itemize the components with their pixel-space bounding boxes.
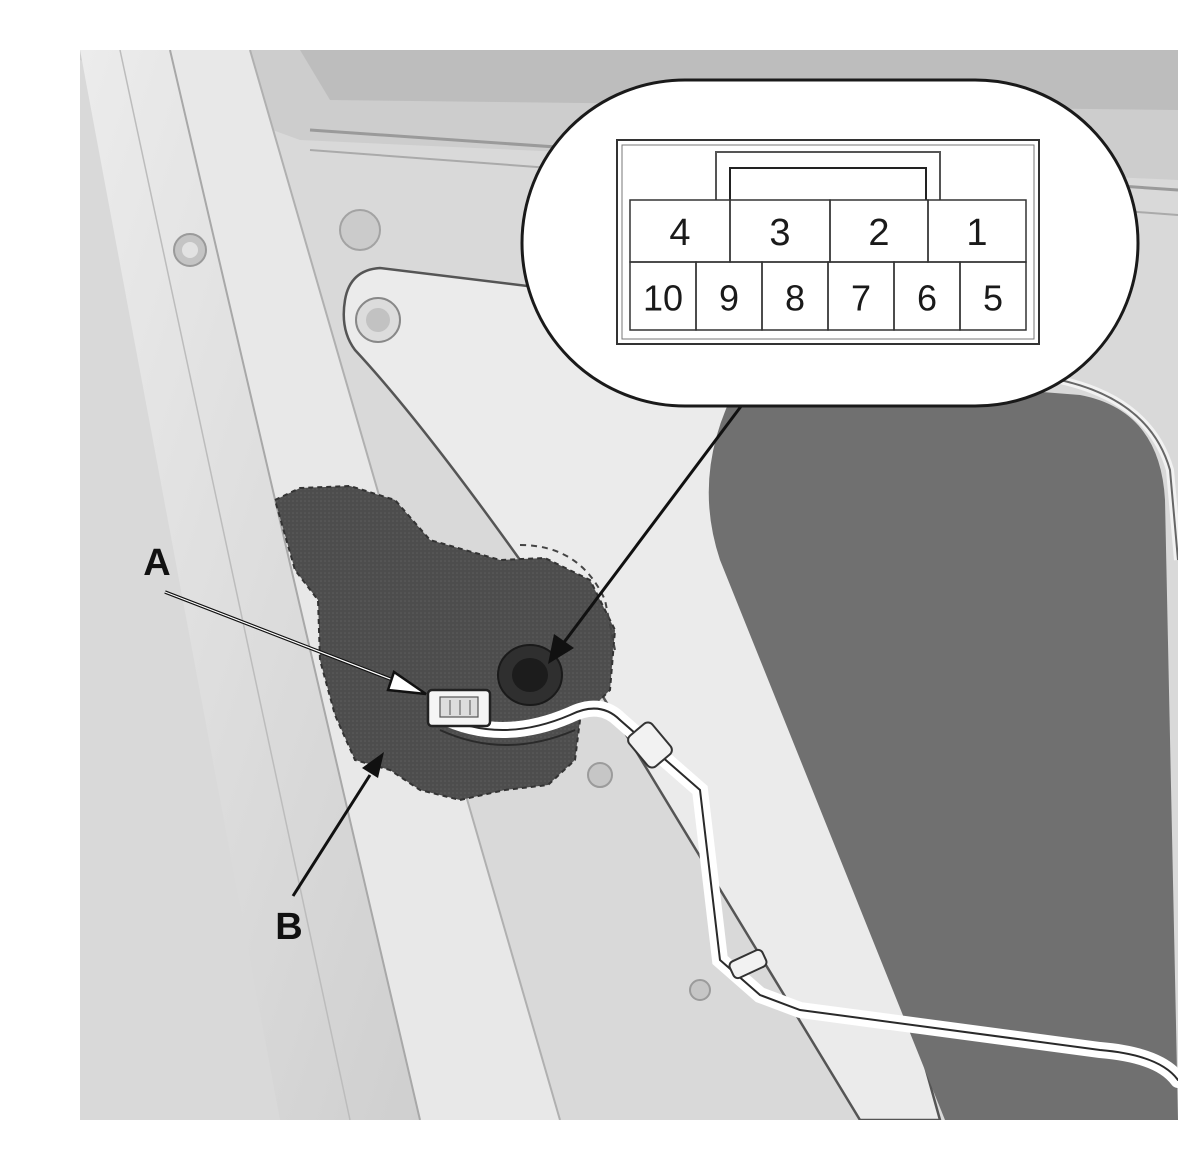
- connector-detail-balloon: 4 3 2 1 10 9 8 7 6 5: [520, 78, 1140, 408]
- connector-top-row: 4 3 2 1: [629, 199, 1027, 263]
- pin-4-label: 4: [669, 212, 690, 254]
- pin-10-label: 10: [643, 278, 683, 319]
- callout-b: B: [275, 752, 384, 948]
- dark-trim-panel: [708, 380, 1178, 1120]
- locking-tab: [715, 151, 941, 200]
- pin-8-label: 8: [785, 278, 805, 319]
- pin-2-label: 2: [868, 212, 889, 254]
- callout-a: A: [143, 542, 427, 696]
- pin-1-label: 1: [966, 212, 987, 254]
- callout-b-label: B: [275, 906, 302, 948]
- connector-bottom-row: 10 9 8 7 6 5: [629, 261, 1027, 331]
- door-pillar: [80, 50, 420, 1120]
- pin-6-label: 6: [917, 278, 937, 319]
- pin-7-label: 7: [851, 278, 871, 319]
- pin-3-label: 3: [769, 212, 790, 254]
- harness-clip: [627, 721, 768, 980]
- pin-9-label: 9: [719, 278, 739, 319]
- mounting-bracket: [342, 266, 942, 1120]
- connector-a: [426, 688, 492, 728]
- pin-5-label: 5: [983, 278, 1003, 319]
- callout-a-label: A: [143, 542, 170, 584]
- detail-pointer: [548, 404, 744, 664]
